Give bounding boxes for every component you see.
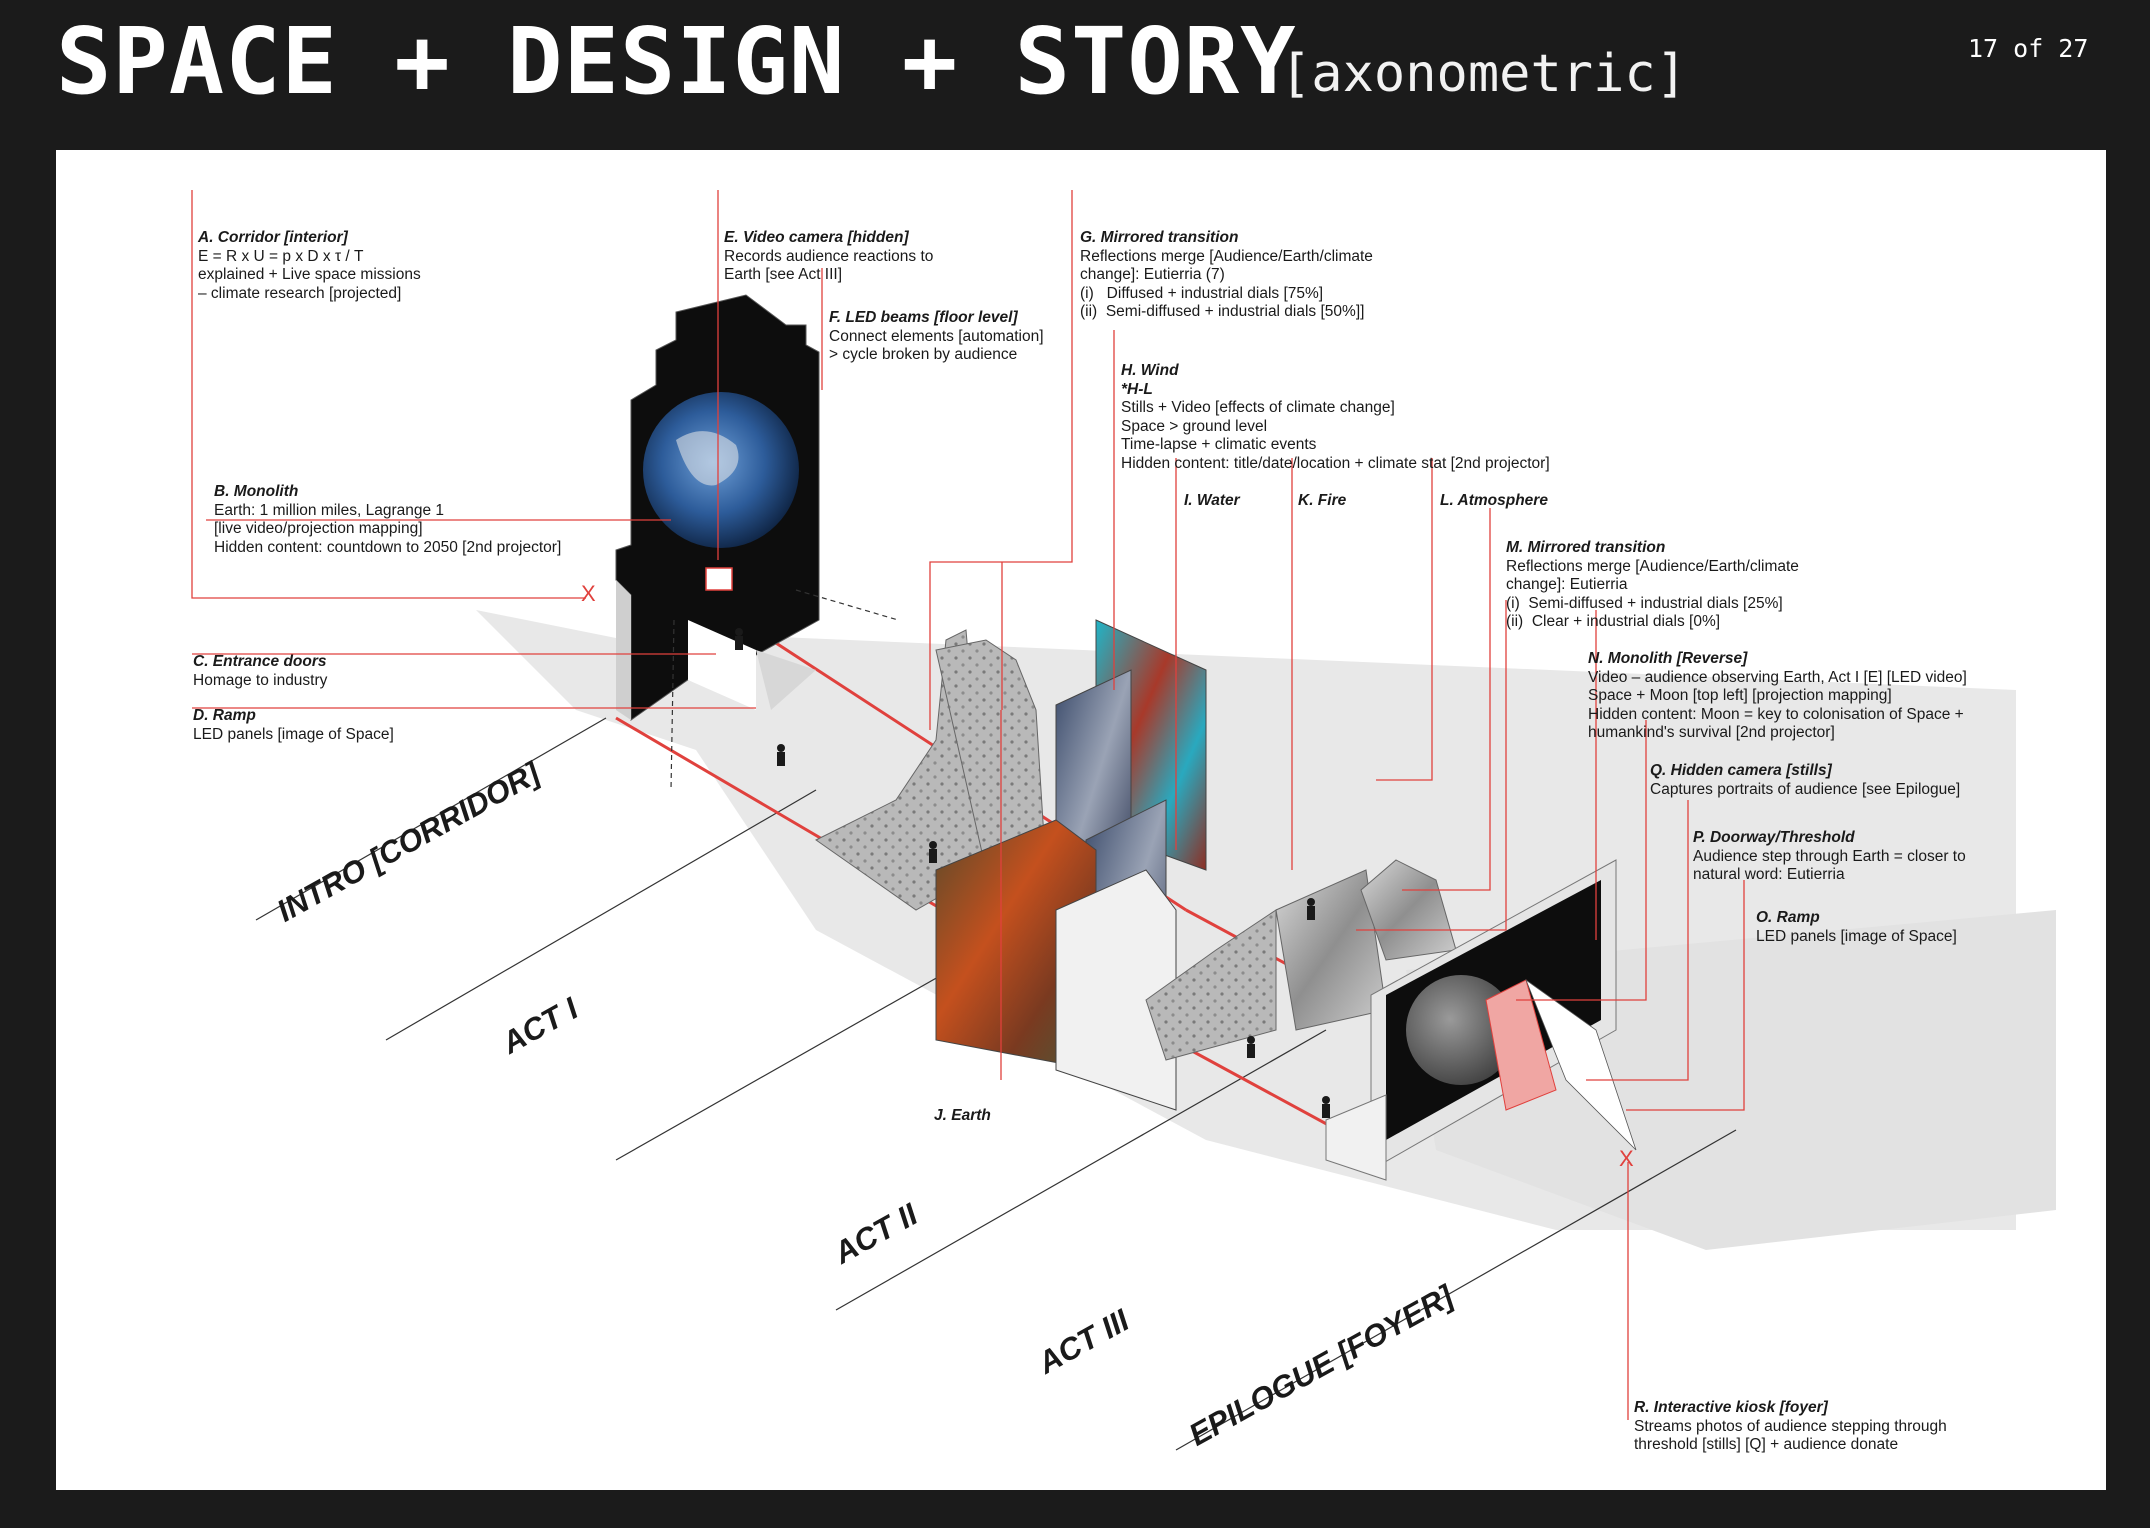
page-title: SPACE + DESIGN + STORY <box>56 8 1297 115</box>
x-marker-corridor: X <box>581 581 596 606</box>
floor-zone-lines <box>255 717 1737 1451</box>
label-q-hidden-camera: Q. Hidden camera [stills]Captures portra… <box>1650 762 1961 798</box>
act2-mirror-panels <box>1145 859 1457 1061</box>
page-counter: 17 of 27 <box>1968 34 2089 63</box>
label-r-interactive-kiosk: R. Interactive kiosk [foyer]Streams phot… <box>1634 1399 1947 1453</box>
label-k-fire: K. Fire <box>1298 492 1347 509</box>
camera-line <box>670 619 675 791</box>
axonometric-diagram-panel: X X A. Corridor [interior]E = R x U = p … <box>56 150 2106 1490</box>
axonometric-drawing <box>191 190 2056 1451</box>
label-f-led-beams: F. LED beams [floor level]Connect elemen… <box>829 309 1044 363</box>
label-l-atmosphere: L. Atmosphere <box>1440 492 1548 509</box>
leader-lines <box>191 190 1745 1420</box>
x-marker-epilogue: X <box>1619 1146 1634 1171</box>
page-subtitle: [axonometric] <box>1280 44 1687 104</box>
human-figures <box>735 628 1330 1118</box>
label-j-earth: J. Earth <box>934 1107 991 1124</box>
label-i-water: I. Water <box>1184 492 1240 509</box>
label-e-video-camera: E. Video camera [hidden]Records audience… <box>724 229 934 283</box>
monolith-moon <box>1325 859 1637 1181</box>
label-a-corridor: A. Corridor [interior]E = R x U = p x D … <box>198 229 421 302</box>
label-n-monolith-reverse: N. Monolith [Reverse]Video – audience ob… <box>1588 650 1967 741</box>
act2-media-cube <box>935 619 1207 1111</box>
